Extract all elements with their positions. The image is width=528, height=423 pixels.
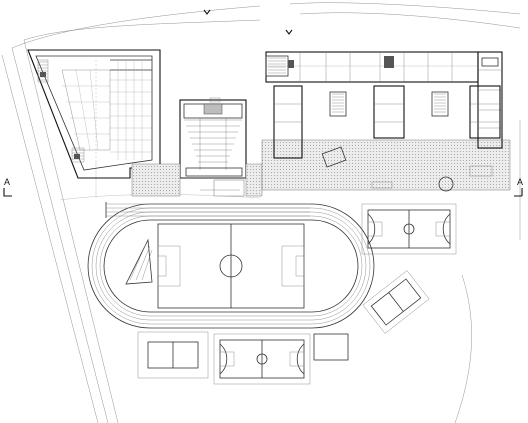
central-auditorium <box>179 97 247 179</box>
classroom-building <box>265 51 503 192</box>
section-marker-left-icon <box>3 188 12 197</box>
basketball-court-east <box>361 203 457 255</box>
volleyball-court-rotated <box>362 270 430 334</box>
section-label-left: A <box>4 177 11 187</box>
football-field <box>125 223 305 309</box>
entrance-marker-icon <box>203 9 293 35</box>
section-label-right: A <box>517 177 524 187</box>
section-marker-right-icon <box>514 188 523 197</box>
sports-pad <box>313 333 349 361</box>
volleyball-court-south <box>137 331 209 379</box>
basketball-court-south <box>213 333 311 385</box>
west-building <box>27 49 161 179</box>
